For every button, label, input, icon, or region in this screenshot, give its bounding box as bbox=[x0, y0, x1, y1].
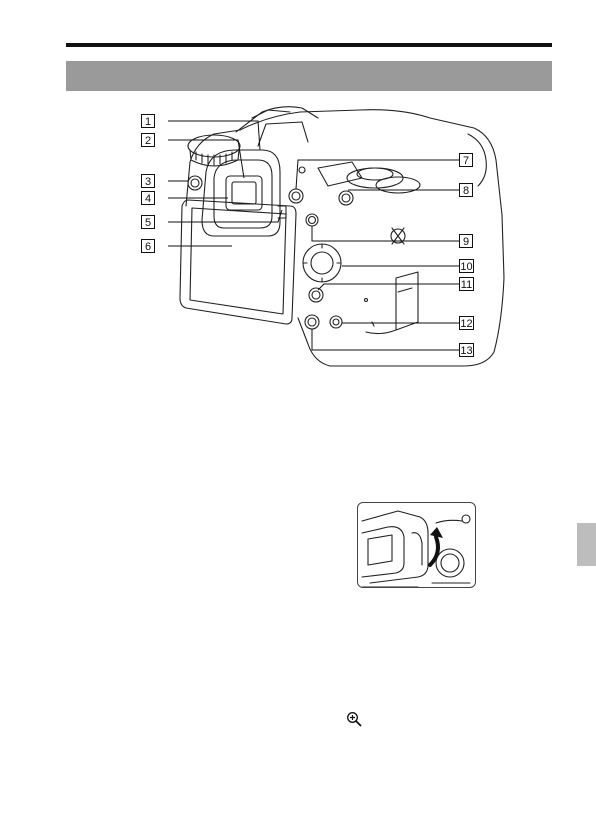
callout-13: 13 bbox=[459, 343, 474, 357]
eyecup-removal-inset bbox=[357, 502, 476, 588]
callout-4: 4 bbox=[141, 191, 155, 205]
callout-1: 1 bbox=[141, 114, 155, 128]
callout-3: 3 bbox=[141, 174, 155, 188]
callout-10: 10 bbox=[459, 259, 474, 273]
curved-arrow-icon bbox=[430, 527, 443, 565]
callout-8: 8 bbox=[459, 183, 473, 197]
eyecup-removal-drawing bbox=[358, 503, 476, 588]
callout-6: 6 bbox=[141, 239, 155, 253]
callout-2: 2 bbox=[141, 133, 155, 147]
callout-7: 7 bbox=[459, 153, 473, 167]
callout-11: 11 bbox=[459, 277, 474, 291]
callout-5: 5 bbox=[141, 215, 155, 229]
callout-12: 12 bbox=[459, 316, 474, 330]
callout-9: 9 bbox=[459, 234, 473, 248]
magnifier-plus-icon bbox=[346, 711, 362, 727]
